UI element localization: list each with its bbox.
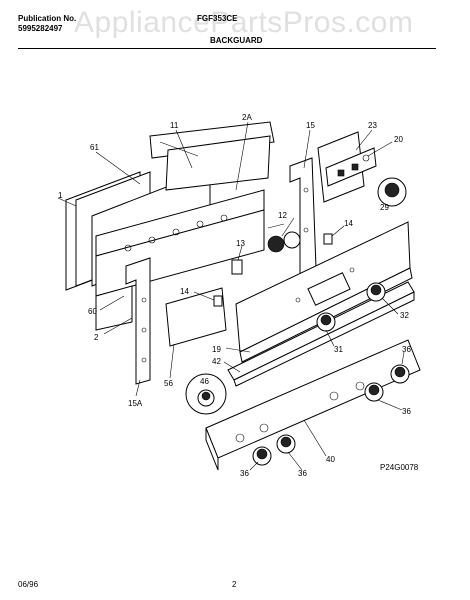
section-title: BACKGUARD bbox=[210, 36, 263, 45]
callout-32: 32 bbox=[400, 311, 409, 320]
callout-20: 20 bbox=[394, 135, 403, 144]
clip-right bbox=[323, 233, 333, 245]
callout-36-d: 36 bbox=[240, 469, 249, 478]
callout-61: 61 bbox=[90, 143, 99, 152]
callout-60: 60 bbox=[88, 307, 97, 316]
callout-23: 23 bbox=[368, 121, 377, 130]
publication-label: Publication No. bbox=[18, 14, 77, 23]
callout-56: 56 bbox=[164, 379, 173, 388]
callout-15a: 15A bbox=[128, 399, 143, 408]
callout-31: 31 bbox=[334, 345, 343, 354]
callout-11: 11 bbox=[170, 121, 179, 130]
callout-14-right: 14 bbox=[344, 219, 353, 228]
watermark: AppliancePartsPros.com bbox=[74, 6, 414, 39]
left-end-bracket bbox=[125, 257, 151, 385]
model-number: FGF353CE bbox=[197, 14, 238, 23]
header-rule bbox=[18, 48, 436, 49]
callout-36-c: 36 bbox=[298, 469, 307, 478]
callout-42: 42 bbox=[212, 357, 221, 366]
callout-2a: 2A bbox=[242, 113, 252, 122]
knobs bbox=[252, 282, 410, 466]
bracket-left bbox=[165, 287, 227, 347]
footer-page: 2 bbox=[232, 580, 237, 589]
callout-15: 15 bbox=[306, 121, 315, 130]
clock-timer bbox=[325, 147, 377, 187]
callout-36-a: 36 bbox=[402, 345, 411, 354]
clock-knob bbox=[377, 177, 407, 207]
lamp-holder bbox=[231, 259, 243, 275]
callout-labels: 1 61 11 2A 15 23 20 29 12 14 13 14 60 2 … bbox=[58, 113, 419, 478]
trim-strip bbox=[227, 281, 415, 387]
callout-12: 12 bbox=[278, 211, 287, 220]
diagram-code: P24G0078 bbox=[380, 463, 419, 472]
switch bbox=[267, 223, 301, 253]
callout-13: 13 bbox=[236, 239, 245, 248]
knob-detail bbox=[185, 373, 227, 415]
callout-2: 2 bbox=[94, 333, 99, 342]
publication-number: 5995282497 bbox=[18, 24, 63, 33]
callout-29: 29 bbox=[380, 203, 389, 212]
callout-1: 1 bbox=[58, 191, 63, 200]
leader-lines bbox=[57, 121, 405, 471]
callout-46: 46 bbox=[200, 377, 209, 386]
callout-19: 19 bbox=[212, 345, 221, 354]
manifold-panel bbox=[205, 339, 421, 471]
callout-40: 40 bbox=[326, 455, 335, 464]
footer-date: 06/96 bbox=[18, 580, 39, 589]
callout-36-b: 36 bbox=[402, 407, 411, 416]
top-frame bbox=[149, 121, 275, 191]
callout-14-left: 14 bbox=[180, 287, 189, 296]
right-end-bracket bbox=[289, 157, 317, 277]
